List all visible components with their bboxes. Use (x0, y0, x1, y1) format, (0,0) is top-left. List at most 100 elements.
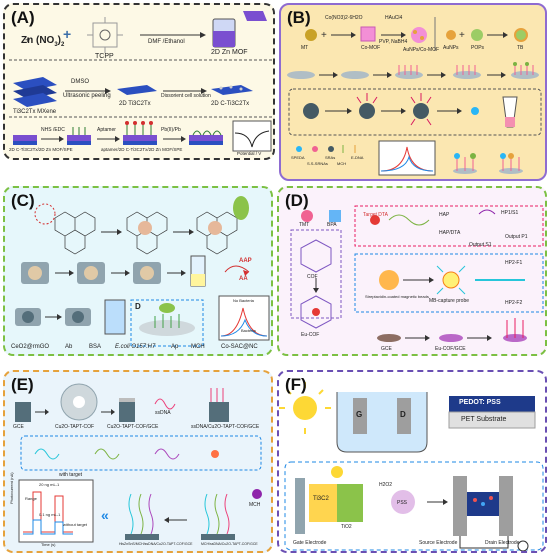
source-drain (453, 476, 513, 536)
pet-label: PET Substrate (461, 416, 507, 423)
eu-cof-gce-label: Eu-COF/GCE (435, 346, 466, 352)
c-label-3: E.coli O157:H7 (115, 344, 156, 350)
panel-c: (C) AAP AA D No Bacteria Bacteria CeO2@r… (3, 186, 273, 356)
hap-dta-label: HAP/DTA (439, 230, 461, 236)
dmso-label: DMSO (71, 79, 89, 85)
time-axis-label: Time (s) (41, 542, 56, 547)
solvent-label: DMF /Ethanol (148, 39, 185, 45)
photocurrent-axis-label: Photocurrent (nA) (9, 472, 14, 504)
electrode-label-2: aptamer/2D C-Ti3C2Tx/2D Zn MOF/SPE (101, 147, 183, 152)
bottom-left-e-label: HisZnSnS/MCH/ssDNA/Cu2O-TAPT-COF/GCE (119, 542, 193, 546)
au-co-mof-label: AuNPs/Co-MOF (403, 47, 440, 53)
svg-text:+: + (25, 35, 30, 45)
target-dta (370, 214, 430, 226)
panel-b-graphics: + + (287, 17, 542, 176)
legend-b-1: S.S-SRNAs (307, 161, 328, 166)
electrode-row-c2 (15, 299, 204, 347)
graphene-sheet-1 (54, 211, 96, 255)
legend-b-3: MCH (337, 161, 347, 166)
cof-gce-e (119, 398, 135, 422)
electrode-row-b (287, 62, 539, 79)
ti3c2-label: Ti3C2 (313, 496, 329, 502)
aunps-label: AuNPs (443, 45, 459, 51)
gate-electrode-label: Gate Electrode (293, 540, 327, 546)
legend-b-0: SPEDA (291, 155, 305, 160)
d-label: D (135, 302, 141, 311)
zn-reagent: Zn (NO3)2 (21, 35, 65, 48)
gce-e-label: GCE (13, 424, 24, 430)
tcpp-label: TCPP (95, 53, 114, 60)
cv-plot-c (218, 295, 270, 341)
cof-label: COF (307, 274, 318, 280)
strep-label: Streptavidin-coated magnetic beads (365, 294, 429, 299)
bpa-label: BPA (327, 222, 337, 228)
svg-text:+: + (63, 26, 71, 42)
tcpp-molecule (87, 17, 123, 53)
ultrasonic-label: Ultrasonic peeling (63, 93, 111, 99)
output-s1-label: Output S1 (469, 242, 492, 248)
electrode-step-1 (13, 135, 37, 145)
legend-b-4: E-DNA (351, 155, 364, 160)
mch-e (252, 489, 262, 499)
legend-b (296, 145, 356, 153)
final-electrodes-b (453, 153, 523, 174)
cof-ring-1 (300, 239, 332, 273)
hp1s1-label: HP1/S1 (501, 210, 519, 216)
hp2-label: HP2-F1 (505, 260, 523, 266)
legend-b-2: SRAs (325, 155, 336, 160)
source-electrode-label: Source Electrode (419, 540, 458, 546)
drain-electrode-label: Drain Electrode (485, 540, 520, 546)
cof-e-label: Cu2O-TAPT-COF (55, 424, 95, 430)
gce-e (15, 402, 31, 422)
dna-structure-e1 (125, 493, 159, 540)
disorient-label: Dissorient cell solution (161, 93, 211, 99)
tio2-label: TiO2 (341, 524, 352, 530)
panel-d: (D) TMT BPA COF Target DTA HAP HAP/DTA H… (277, 186, 547, 356)
aptamer-label: Aptamer (97, 127, 116, 133)
withtarget-label: with target (59, 472, 83, 478)
electrode-step-2 (67, 127, 91, 145)
panel-b-tag: (B) (287, 8, 311, 27)
svg-text:+: + (459, 30, 465, 41)
panel-a-graphics: + + (9, 11, 273, 152)
panel-d-tag: (D) (285, 191, 309, 210)
c-label-5: MCH (191, 344, 205, 350)
device-stack (448, 396, 536, 429)
aa-label: AA (239, 276, 248, 282)
c-label-4: Ap (171, 344, 179, 350)
mb-capture (436, 265, 466, 295)
cof-ring-2 (300, 295, 332, 329)
panel-e-graphics: « (15, 383, 262, 543)
electrode-label-1: 2D C-Ti3C2Tx/2D Zn MOF/SPE (9, 147, 73, 152)
c-label-6: Co-SAC@NC (221, 344, 258, 350)
nhs-edc-label: NHS /EDC (41, 127, 65, 133)
c-label-2: BSA (89, 344, 102, 350)
range-label: Range (25, 496, 37, 501)
dpv-plot (232, 120, 272, 152)
cof-e-circle (60, 383, 98, 421)
ssdna-e-label: ssDNA (155, 410, 171, 416)
ssdna-gce-e (209, 388, 229, 422)
mxene-stack (13, 77, 57, 107)
electrode-step-3 (123, 121, 157, 145)
dna-structure-e2 (201, 493, 235, 540)
aap-label: AAP (239, 258, 252, 264)
electrode-step-4 (189, 130, 223, 145)
no-bacteria-label: No Bacteria (233, 298, 254, 303)
pops-label: POPs (471, 45, 485, 51)
ssdna-cof-e-label: ssDNA/Cu2O-TAPT-COF/GCE (191, 424, 260, 430)
c-label-1: Ab (65, 344, 73, 350)
tb-label: TB (517, 45, 524, 51)
panel-f: (F) PEDOT: PSS PET Substrate G D Gate El… (277, 370, 547, 553)
gate-electrode (295, 478, 363, 534)
c-mxene-label: 2D C-Ti3C2Tx (211, 101, 250, 107)
potential-axis-label: Potential / V (237, 151, 262, 156)
pss-label: PSS (397, 500, 408, 506)
sun-icon (279, 382, 331, 434)
monomers (301, 210, 341, 222)
electrolyte-cell (336, 392, 428, 453)
mxene-2d-label: 2D Ti3C2Tx (119, 101, 151, 107)
co-label: Co(NO3)2·6H2O (325, 15, 363, 21)
mof-2d-label: 2D Zn MOF (211, 49, 248, 56)
without-label: without target (63, 522, 88, 527)
